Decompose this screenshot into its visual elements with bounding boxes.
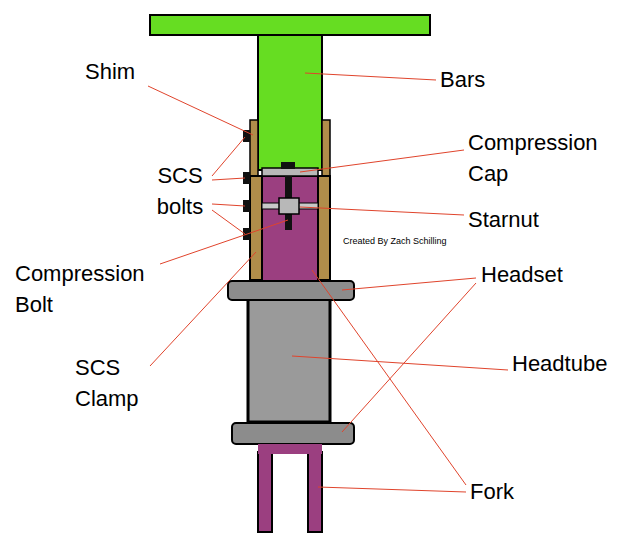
leader-line — [342, 283, 476, 432]
part-label: Starnut — [468, 204, 588, 235]
part-label: Headtube — [512, 348, 630, 379]
leader-line — [300, 150, 464, 172]
bolt-head — [281, 162, 295, 169]
leader-line — [305, 73, 436, 80]
part-label: SCS Clamp — [75, 352, 165, 414]
leader-lines — [148, 73, 508, 492]
headset-top — [228, 281, 354, 300]
bar-stem — [258, 35, 322, 170]
credit-note: Created By Zach Schilling — [343, 236, 473, 247]
leader-line — [212, 204, 245, 206]
part-label: Compression Cap — [468, 127, 628, 189]
leader-line — [342, 278, 476, 290]
handlebar — [150, 15, 430, 35]
part-label: Headset — [481, 259, 601, 290]
leader-line — [212, 137, 245, 176]
starnut — [279, 198, 299, 214]
leader-line — [292, 356, 508, 370]
leader-line — [312, 270, 466, 485]
leader-line — [160, 220, 288, 264]
headset-bottom — [232, 423, 354, 444]
headtube — [248, 298, 330, 422]
compression-cap — [262, 168, 318, 176]
part-label: SCS bolts — [140, 160, 220, 222]
part-label: Fork — [470, 476, 560, 507]
part-label: Shim — [85, 56, 155, 87]
leader-line — [212, 178, 245, 180]
part-label: Bars — [440, 64, 530, 95]
leader-line — [300, 207, 464, 215]
fork-leg — [258, 452, 272, 532]
leader-line — [318, 487, 466, 492]
fork-crown — [258, 444, 322, 454]
leader-line — [148, 86, 253, 135]
fork-leg — [308, 452, 322, 532]
part-label: Compression Bolt — [15, 258, 175, 320]
leader-line — [212, 210, 245, 234]
shim-left — [250, 120, 258, 178]
leader-line — [150, 252, 256, 366]
